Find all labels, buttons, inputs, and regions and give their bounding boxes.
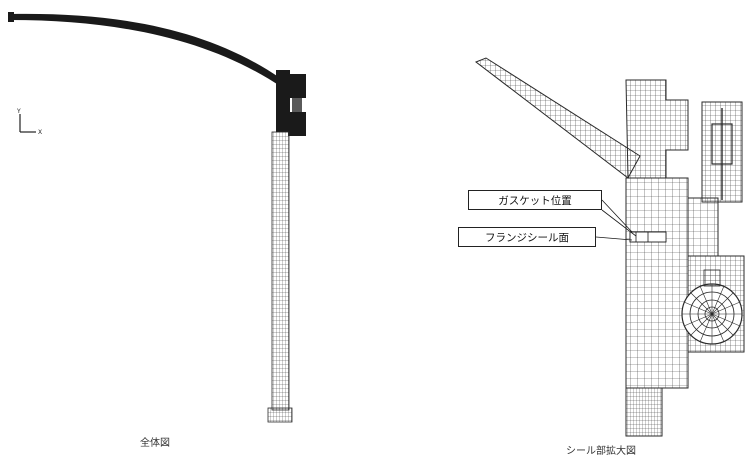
seal-enlarged-caption: シール部拡大図 xyxy=(566,446,636,457)
lower-body-mesh xyxy=(625,177,689,389)
column-mesh xyxy=(271,131,290,411)
arm-tip xyxy=(8,12,14,22)
gasket-position-callout: ガスケット位置 xyxy=(468,190,602,210)
bolt-radial-mesh xyxy=(681,269,743,345)
main-body-mesh xyxy=(625,79,689,179)
overall-view-caption: 全体図 xyxy=(140,438,170,449)
axis-y-label: Y xyxy=(16,108,21,115)
seal-enlarged-view xyxy=(474,57,745,437)
overall-view: Y X xyxy=(8,12,306,423)
head-block xyxy=(276,70,306,136)
axis-x-label: X xyxy=(38,129,42,136)
column-base xyxy=(267,407,293,423)
bottom-stem-mesh xyxy=(625,387,663,437)
axis-triad: Y X xyxy=(16,108,42,136)
callout-leader-lines xyxy=(595,199,637,241)
flange-seal-face-callout: フランジシール面 xyxy=(458,227,596,247)
curved-arm xyxy=(10,13,283,88)
diagonal-arm-mesh xyxy=(474,57,641,179)
flange-block-mesh xyxy=(687,197,719,257)
